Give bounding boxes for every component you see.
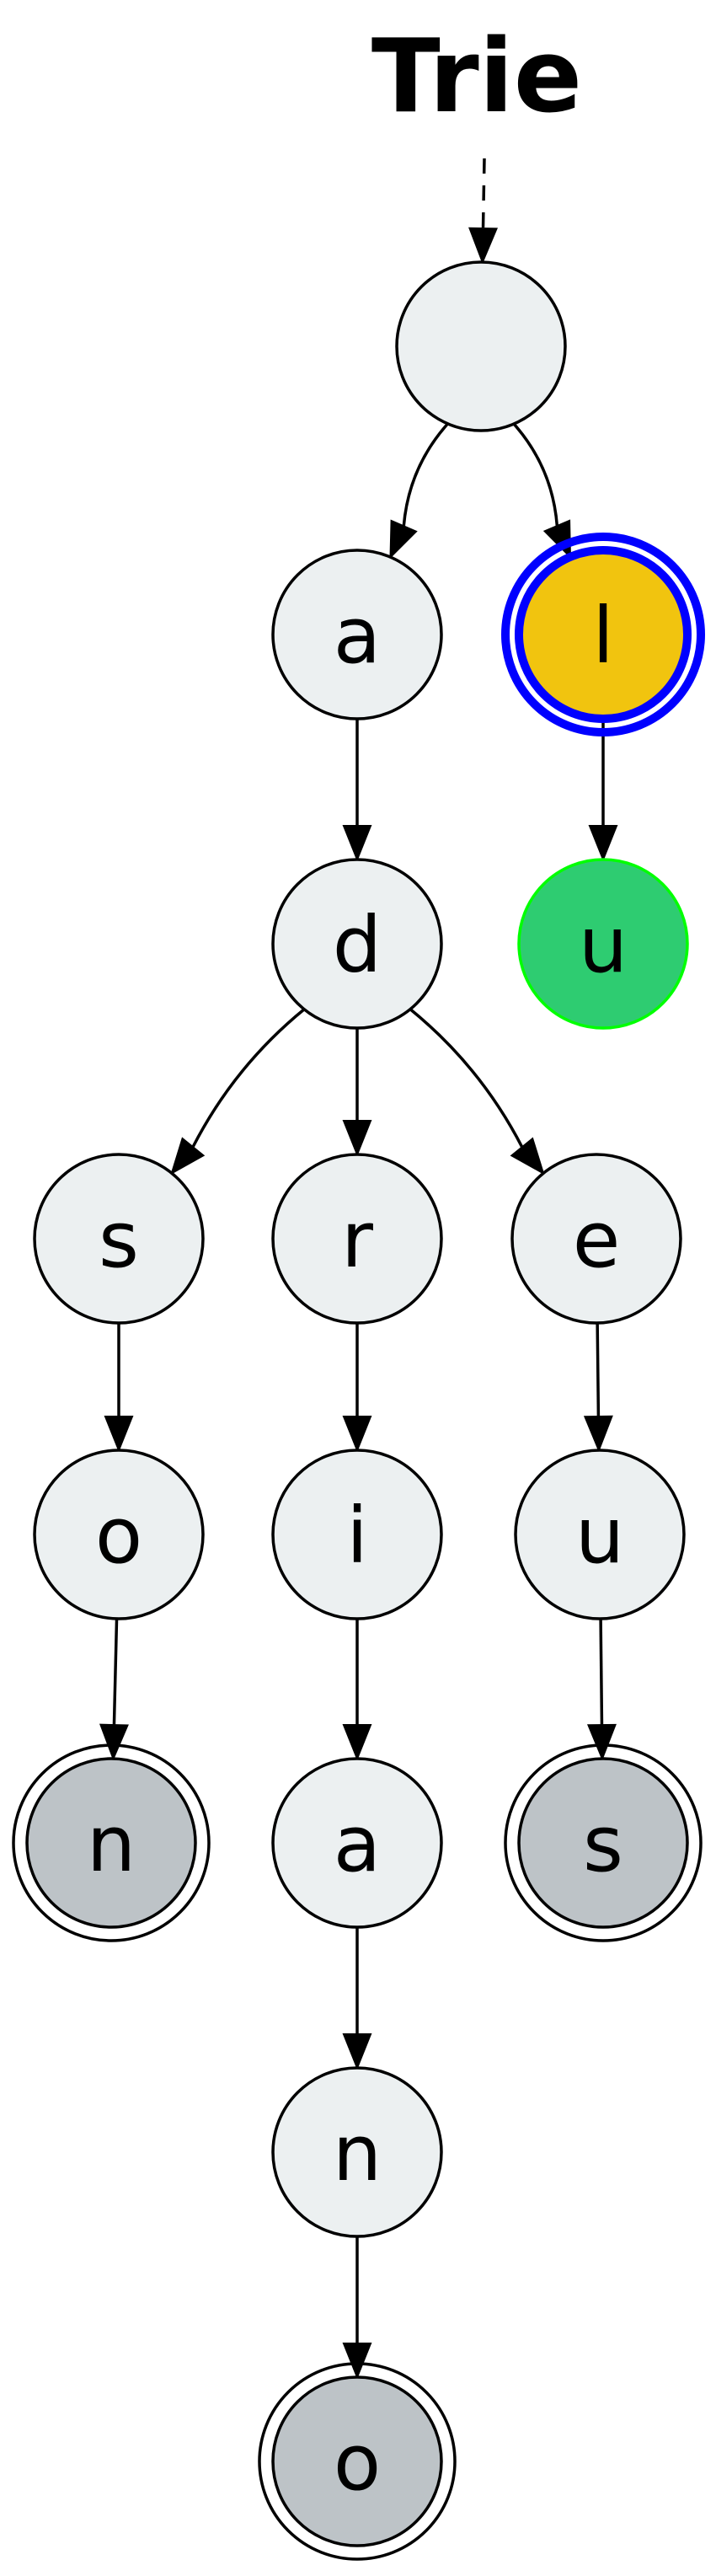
node-circle [515, 546, 692, 723]
arrowhead [170, 1137, 206, 1176]
node-circle [517, 858, 689, 1030]
node-label: s [583, 1799, 623, 1889]
trie-node-d: d [271, 858, 443, 1030]
arrowhead [342, 2033, 372, 2070]
arrowhead [99, 1723, 129, 1761]
node-circle [25, 1757, 197, 1929]
edge-l-u1 [588, 719, 618, 862]
node-circle [510, 1153, 682, 1325]
node-circle [271, 2066, 443, 2238]
arrowhead [468, 227, 499, 265]
edge-i-a2 [342, 1619, 372, 1761]
edge-line [409, 1008, 524, 1149]
node-circle [271, 1153, 443, 1325]
edge-line [191, 1008, 306, 1148]
node-label: u [575, 1491, 624, 1581]
trie-node-o2: o [258, 2362, 457, 2561]
node-circle [395, 260, 567, 432]
edge-e-u2 [583, 1322, 613, 1453]
trie-node-e: e [510, 1153, 682, 1325]
trie-node-u2: u [514, 1449, 686, 1620]
arrowhead [342, 825, 372, 862]
node-circle [33, 1153, 205, 1325]
terminal-ring [258, 2362, 457, 2561]
nodes-layer: a l u d s r e o i u n a s n o [12, 260, 705, 2561]
diagram-title: Trie [371, 19, 582, 136]
node-circle [271, 858, 443, 1030]
edge-a2-n2 [342, 1927, 372, 2070]
arrowhead [342, 1416, 372, 1453]
trie-node-a1: a [271, 549, 443, 720]
edge-n2-o2 [342, 2236, 372, 2380]
edge-root-l [512, 422, 572, 560]
trie-node-s2: s [504, 1743, 703, 1942]
trie-node-o1: o [33, 1449, 205, 1620]
node-label: n [333, 2108, 382, 2198]
edge-line [596, 1322, 601, 1417]
edge-r-i [342, 1323, 372, 1453]
edge-line [112, 1618, 119, 1726]
arrowhead [342, 2343, 372, 2380]
arrowhead [586, 1723, 617, 1761]
node-label: n [87, 1799, 136, 1889]
arrowhead [342, 1120, 372, 1157]
trie-node-r: r [271, 1153, 443, 1325]
trie-node-u1: u [517, 858, 689, 1030]
edge-line [512, 422, 559, 527]
trie-node-root [395, 260, 567, 432]
arrowhead [104, 1416, 134, 1453]
arrowhead [588, 825, 618, 862]
terminal-ring [504, 1743, 703, 1942]
arrowhead [342, 1724, 372, 1761]
node-circle [33, 1449, 205, 1620]
node-circle [271, 1757, 443, 1929]
node-circle [517, 1757, 689, 1929]
edge-title-root [468, 158, 499, 265]
node-label: r [341, 1195, 373, 1285]
node-circle [514, 1449, 686, 1620]
arrowhead [583, 1415, 613, 1453]
edge-o1-n1 [99, 1618, 129, 1761]
trie-node-n2: n [271, 2066, 443, 2238]
edges-layer [99, 158, 618, 2380]
node-circle [271, 1449, 443, 1620]
edge-d-s1 [170, 1008, 306, 1176]
node-label: o [95, 1491, 142, 1581]
node-label: s [99, 1195, 139, 1285]
trie-node-s1: s [33, 1153, 205, 1325]
terminal-ring [12, 1743, 211, 1942]
edge-d-e [409, 1008, 545, 1176]
edge-s1-o1 [104, 1323, 134, 1453]
node-label: a [334, 591, 381, 681]
arrowhead [389, 519, 418, 560]
edge-u2-s2 [586, 1618, 617, 1761]
edge-d-r [342, 1028, 372, 1157]
node-label: d [333, 900, 382, 990]
node-label: a [334, 1799, 381, 1889]
node-circle [271, 2375, 443, 2547]
edge-root-a1 [389, 422, 449, 560]
edge-line [402, 422, 449, 527]
highlight-ring [501, 533, 705, 736]
edge-a1-d [342, 719, 372, 862]
arrowhead [510, 1137, 545, 1176]
trie-node-n1: n [12, 1743, 211, 1942]
node-label: o [334, 2418, 381, 2508]
node-label: i [346, 1491, 368, 1581]
node-label: e [573, 1195, 621, 1285]
trie-node-a2: a [271, 1757, 443, 1929]
trie-node-l: l [501, 533, 705, 736]
trie-node-i: i [271, 1449, 443, 1620]
node-circle [271, 549, 443, 720]
node-label: l [592, 591, 614, 681]
node-label: u [579, 900, 628, 990]
